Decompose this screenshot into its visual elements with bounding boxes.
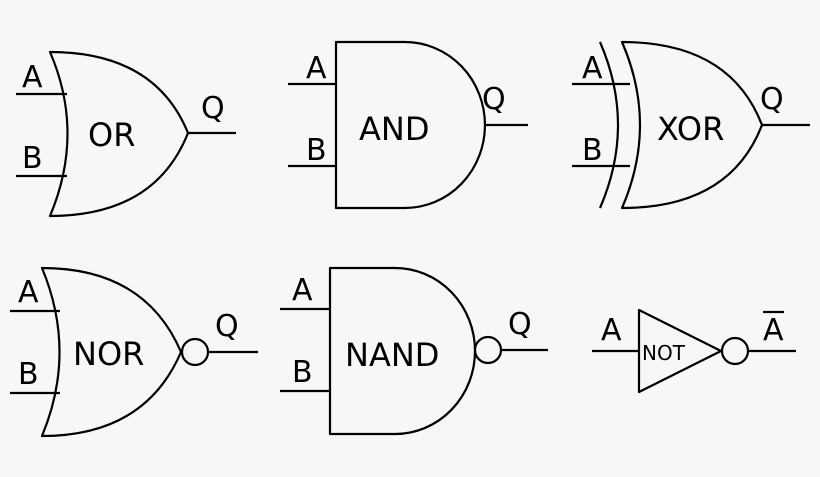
or-gate-body <box>48 50 190 218</box>
nand-input-b-label: B <box>292 355 313 390</box>
xor-gate-body <box>620 40 764 210</box>
and-input-b-label: B <box>306 133 327 168</box>
nand-inversion-bubble <box>473 335 503 365</box>
xor-gate-name: XOR <box>657 110 724 148</box>
and-gate: A B Q AND <box>288 40 528 210</box>
xor-output-label: Q <box>760 82 784 117</box>
nand-gate-name: NAND <box>345 336 439 374</box>
and-gate-name: AND <box>359 110 429 148</box>
or-gate-name: OR <box>88 116 135 154</box>
not-gate-name: NOT <box>642 341 686 365</box>
not-input-label: A <box>601 313 622 348</box>
xor-extra-arc <box>598 41 620 209</box>
nand-gate: A B Q NAND <box>280 266 548 436</box>
or-output-label: Q <box>201 91 225 126</box>
xor-input-a-label: A <box>582 51 603 86</box>
or-input-b-label: B <box>22 141 43 176</box>
not-inversion-bubble <box>720 336 750 366</box>
nor-inversion-bubble <box>180 337 210 367</box>
and-gate-body <box>334 40 487 210</box>
nor-gate-name: NOR <box>73 335 144 373</box>
not-output-label: A <box>763 313 784 348</box>
xor-gate: A B Q XOR <box>572 40 810 210</box>
and-input-a-label: A <box>306 51 327 86</box>
nand-input-a-label: A <box>292 273 313 308</box>
not-gate: A A NOT <box>592 308 796 394</box>
nand-output-label: Q <box>508 307 532 342</box>
nor-gate-body <box>40 266 183 438</box>
nor-output-label: Q <box>215 309 239 344</box>
nor-gate: A B Q NOR <box>10 266 258 438</box>
and-output-label: Q <box>482 82 506 117</box>
nor-input-a-label: A <box>18 275 39 310</box>
nor-input-b-label: B <box>18 357 39 392</box>
xor-input-b-label: B <box>582 133 603 168</box>
or-input-a-label: A <box>22 60 43 95</box>
or-gate: A B Q OR <box>16 50 236 218</box>
